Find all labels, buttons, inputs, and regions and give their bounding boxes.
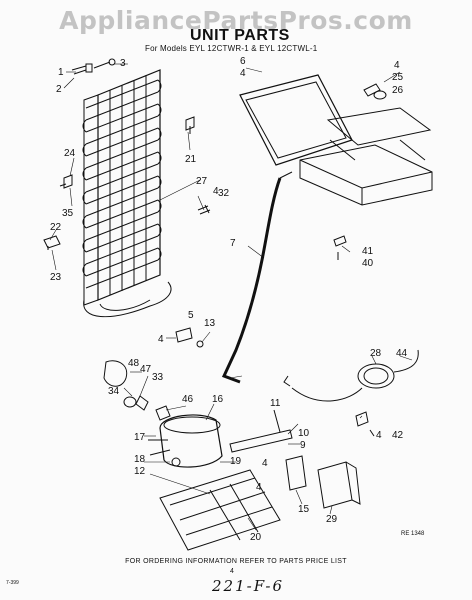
callout-27: 27 xyxy=(196,176,208,187)
callout-4e: 4 xyxy=(262,458,268,469)
door-gasket-frame xyxy=(239,74,353,166)
callout-5: 5 xyxy=(188,310,194,321)
callout-10: 10 xyxy=(298,428,310,439)
overload-15 xyxy=(285,455,307,491)
callout-4f: 4 xyxy=(256,482,262,493)
callout-26: 26 xyxy=(392,85,404,96)
callout-numbers: 1 2 3 21 27 24 35 22 23 4 32 6 4 4 25 26… xyxy=(50,56,408,543)
filter-drier xyxy=(229,429,293,453)
callout-47: 47 xyxy=(140,364,152,375)
callout-40: 40 xyxy=(362,258,374,269)
callout-1: 1 xyxy=(58,67,64,78)
callout-2: 2 xyxy=(56,84,62,95)
page-title: UNIT PARTS xyxy=(190,27,290,44)
callout-20: 20 xyxy=(250,532,262,543)
callout-18: 18 xyxy=(134,454,146,465)
mounting-screws xyxy=(71,58,116,75)
evaporator-shelf xyxy=(299,107,433,206)
compressor-base xyxy=(159,469,281,551)
callout-3: 3 xyxy=(120,58,126,69)
compressor xyxy=(148,414,223,468)
callout-46: 46 xyxy=(182,394,194,405)
callout-4a: 4 xyxy=(213,186,219,197)
callout-44: 44 xyxy=(396,348,408,359)
callout-28: 28 xyxy=(370,348,382,359)
watermark: AppliancePartsPros.com xyxy=(59,6,413,35)
handwritten-note: 221-F-6 xyxy=(212,577,285,595)
callout-25: 25 xyxy=(392,72,404,83)
model-subtitle: For Models EYL 12CTWR-1 & EYL 12CTWL-1 xyxy=(145,44,318,53)
callout-21: 21 xyxy=(185,154,197,165)
reference-code: RE 1348 xyxy=(401,531,425,537)
callout-6: 6 xyxy=(240,56,246,67)
callout-15: 15 xyxy=(298,504,310,515)
callout-9: 9 xyxy=(300,440,306,451)
callout-42: 42 xyxy=(392,430,404,441)
ordering-footer: FOR ORDERING INFORMATION REFER TO PARTS … xyxy=(125,558,347,565)
callout-35: 35 xyxy=(62,208,74,219)
part-42 xyxy=(355,411,375,437)
callout-17: 17 xyxy=(134,432,146,443)
part-46 xyxy=(155,405,171,421)
part-41 xyxy=(333,235,347,260)
part-5 xyxy=(175,327,193,343)
callout-12: 12 xyxy=(134,466,146,477)
clip-24 xyxy=(59,174,73,189)
corner-mark: 7-399 xyxy=(6,580,19,586)
suction-tube xyxy=(221,171,293,384)
callout-41: 41 xyxy=(362,246,374,257)
callout-23: 23 xyxy=(50,272,62,283)
clip-22 xyxy=(43,235,61,250)
relay-box xyxy=(317,461,361,509)
condenser-coil xyxy=(82,69,172,318)
callout-16: 16 xyxy=(212,394,224,405)
callout-32: 32 xyxy=(218,188,230,199)
part-48 xyxy=(103,360,128,387)
callout-4d: 4 xyxy=(158,334,164,345)
callout-4g: 4 xyxy=(376,430,382,441)
callout-34: 34 xyxy=(108,386,120,397)
callout-19: 19 xyxy=(230,456,242,467)
callout-13: 13 xyxy=(204,318,216,329)
callout-33: 33 xyxy=(152,372,164,383)
callout-24: 24 xyxy=(64,148,76,159)
grommet-25 xyxy=(363,83,381,97)
callout-11: 11 xyxy=(270,398,281,409)
callout-48: 48 xyxy=(128,358,140,369)
leader-lines xyxy=(49,63,413,531)
callout-7: 7 xyxy=(230,238,236,249)
callout-22: 22 xyxy=(50,222,62,233)
callout-29: 29 xyxy=(326,514,338,525)
clip-21 xyxy=(185,116,195,134)
callout-4b: 4 xyxy=(240,68,246,79)
page-number: 4 xyxy=(230,568,234,575)
callout-4c: 4 xyxy=(394,60,400,71)
